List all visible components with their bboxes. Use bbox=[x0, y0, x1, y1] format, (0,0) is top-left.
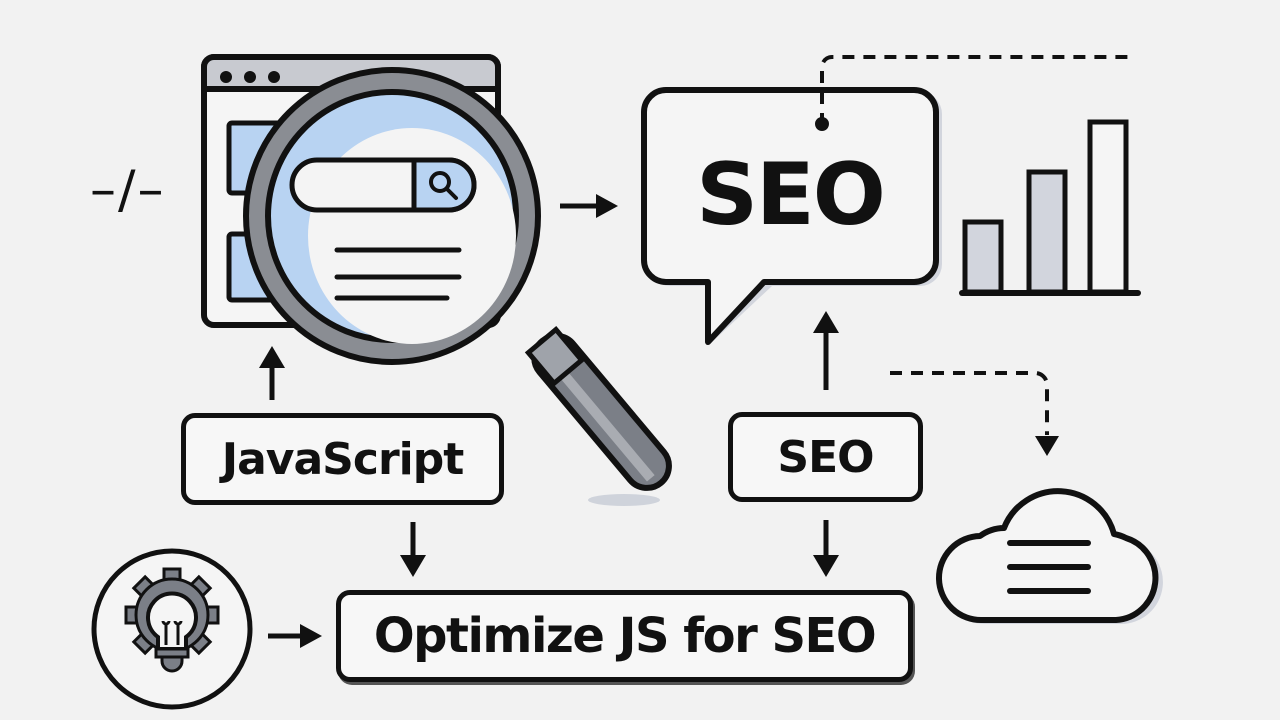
seo-label: SEO bbox=[777, 431, 874, 483]
javascript-label: JavaScript bbox=[221, 433, 465, 485]
magnifying-glass-icon bbox=[243, 67, 672, 506]
seo-node: SEO bbox=[728, 412, 923, 502]
code-symbol: –/– bbox=[90, 160, 166, 220]
optimize-node: Optimize JS for SEO bbox=[336, 590, 913, 682]
seo-bubble-label: SEO bbox=[696, 145, 886, 245]
optimize-label: Optimize JS for SEO bbox=[373, 608, 877, 664]
cloud-document-icon bbox=[936, 488, 1163, 625]
speech-bubble-icon bbox=[641, 87, 942, 345]
javascript-node: JavaScript bbox=[181, 413, 504, 505]
bar-chart-icon bbox=[959, 119, 1141, 296]
lightbulb-gear-icon bbox=[91, 548, 253, 710]
